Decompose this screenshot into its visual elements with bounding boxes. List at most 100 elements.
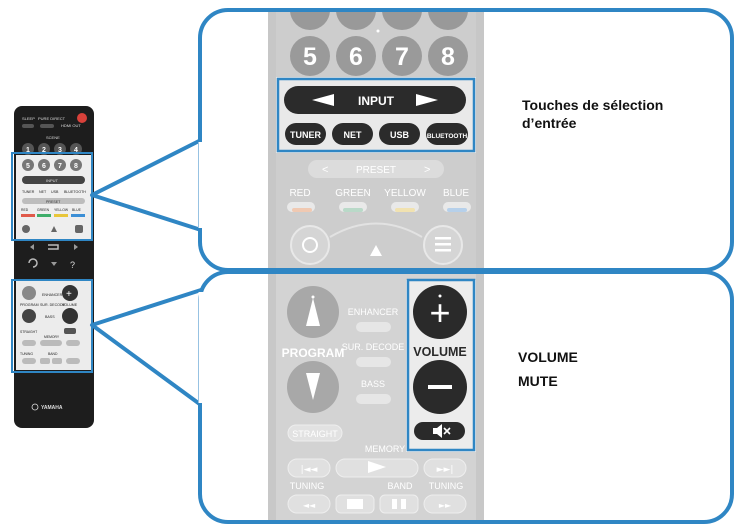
svg-text:YAMAHA: YAMAHA xyxy=(41,405,63,411)
svg-text:ENHANCER: ENHANCER xyxy=(348,307,399,317)
enter-icon[interactable] xyxy=(48,244,59,250)
small-up-icon[interactable] xyxy=(51,226,57,232)
program-up-icon xyxy=(306,298,320,326)
sleep-label: SLEEP xyxy=(22,116,35,121)
svg-text:1: 1 xyxy=(26,147,30,154)
input-left-icon[interactable] xyxy=(312,94,334,106)
volume-highlight-box xyxy=(406,278,476,452)
svg-text:BASS: BASS xyxy=(45,315,55,319)
net-button[interactable] xyxy=(332,123,373,145)
small-tuning-back[interactable] xyxy=(22,358,36,364)
number-key-7[interactable] xyxy=(54,159,66,171)
skip-back-button[interactable] xyxy=(287,458,331,478)
small-memory-button[interactable] xyxy=(40,340,62,346)
small-menu-icon[interactable] xyxy=(75,225,83,233)
nav-down-icon[interactable] xyxy=(51,262,57,266)
number-key-8[interactable] xyxy=(70,159,82,171)
svg-text:5: 5 xyxy=(303,43,317,71)
svg-text:+: + xyxy=(66,289,72,300)
input-right-icon[interactable] xyxy=(416,94,438,106)
svg-text:BASS: BASS xyxy=(361,379,385,389)
svg-text:7: 7 xyxy=(58,163,62,170)
svg-text:STRAIGHT: STRAIGHT xyxy=(292,429,338,439)
small-mute-button[interactable] xyxy=(64,328,76,334)
small-program-down[interactable] xyxy=(22,309,36,323)
input-selection-label: Touches de sélection xyxy=(522,97,664,113)
yellow-key[interactable] xyxy=(395,208,415,212)
small-red-key[interactable] xyxy=(21,214,35,217)
green-key[interactable] xyxy=(343,208,363,212)
blue-key[interactable] xyxy=(447,208,467,212)
enhancer-button[interactable] xyxy=(356,322,391,332)
small-input-bar[interactable] xyxy=(22,176,85,184)
svg-text:BLUETOOTH: BLUETOOTH xyxy=(64,190,86,194)
small-skip-forward[interactable] xyxy=(66,340,80,346)
preset-right-icon[interactable]: > xyxy=(424,164,430,176)
small-stop[interactable] xyxy=(40,358,50,364)
small-skip-back[interactable] xyxy=(22,340,36,346)
svg-text:PRESET: PRESET xyxy=(356,165,396,176)
nav-right-icon[interactable] xyxy=(74,244,78,250)
small-preset-bar[interactable] xyxy=(22,198,85,204)
preset-bar[interactable] xyxy=(308,160,444,178)
preset-left-icon[interactable]: < xyxy=(322,164,328,176)
number-key-7[interactable] xyxy=(382,36,422,76)
band-button[interactable] xyxy=(379,494,419,514)
red-key[interactable] xyxy=(292,208,312,212)
tuner-button[interactable] xyxy=(285,123,326,145)
small-gear-icon[interactable] xyxy=(22,225,30,233)
cursor-up-icon[interactable] xyxy=(370,245,382,256)
small-band[interactable] xyxy=(52,358,62,364)
svg-text:TUNING: TUNING xyxy=(290,481,325,491)
tuning-forward-icon: ►► xyxy=(439,501,452,510)
svg-text:NET: NET xyxy=(39,190,47,194)
mute-callout-label: MUTE xyxy=(518,373,558,389)
small-blue-key[interactable] xyxy=(71,214,85,217)
power-icon[interactable] xyxy=(77,113,87,123)
number-key-6[interactable] xyxy=(38,159,50,171)
small-volume-up[interactable] xyxy=(62,285,78,301)
svg-text:MEMORY: MEMORY xyxy=(365,444,405,454)
small-green-key[interactable] xyxy=(37,214,51,217)
hdmi-out-label: HDMI OUT xyxy=(61,123,81,128)
input-selector-bar[interactable] xyxy=(284,86,466,114)
bass-button[interactable] xyxy=(356,394,391,404)
number-key-5[interactable] xyxy=(290,36,330,76)
usb-button[interactable] xyxy=(379,123,420,145)
straight-button[interactable] xyxy=(287,424,343,442)
number-key-8[interactable] xyxy=(428,36,468,76)
number-key-5[interactable] xyxy=(22,159,34,171)
nav-left-icon[interactable] xyxy=(30,244,34,250)
volume-callout-label: VOLUME xyxy=(518,349,578,365)
help-icon[interactable]: ? xyxy=(70,260,75,270)
skip-forward-button[interactable] xyxy=(423,458,467,478)
small-program-up[interactable] xyxy=(22,286,36,300)
tuning-back-icon: ◄◄ xyxy=(303,501,316,510)
options-gear-icon[interactable] xyxy=(290,225,330,265)
small-tuning-forward[interactable] xyxy=(66,358,80,364)
pure-direct-button[interactable] xyxy=(40,124,54,128)
svg-text:8: 8 xyxy=(74,163,78,170)
small-yellow-key[interactable] xyxy=(54,214,68,217)
play-icon xyxy=(368,461,386,473)
small-volume-down[interactable] xyxy=(62,308,78,324)
svg-text:TUNER: TUNER xyxy=(22,190,35,194)
svg-text:BAND: BAND xyxy=(387,481,413,491)
svg-text:6: 6 xyxy=(349,43,363,71)
number-key-6[interactable] xyxy=(336,36,376,76)
top-zoom-callout: 5 6 7 8 INPUT TUNER NET USB BLUETOOTH PR… xyxy=(90,8,734,272)
volume-up-button[interactable] xyxy=(413,285,467,339)
bluetooth-button[interactable] xyxy=(426,123,468,145)
sur-decode-button[interactable] xyxy=(356,357,391,367)
tuning-back-button[interactable] xyxy=(287,494,331,514)
mute-icon xyxy=(433,424,451,438)
svg-text:4: 4 xyxy=(74,147,78,154)
skip-forward-icon: ►►| xyxy=(437,465,454,475)
return-icon[interactable] xyxy=(28,258,38,268)
tuning-forward-button[interactable] xyxy=(423,494,467,514)
bottom-zoom-callout: PROGRAM ENHANCER SUR. DECODE BASS STRAIG… xyxy=(90,270,734,524)
pause-icon xyxy=(392,499,397,509)
svg-text:USB: USB xyxy=(390,130,410,140)
plus-icon: + xyxy=(429,292,450,333)
sleep-button[interactable] xyxy=(22,124,34,128)
